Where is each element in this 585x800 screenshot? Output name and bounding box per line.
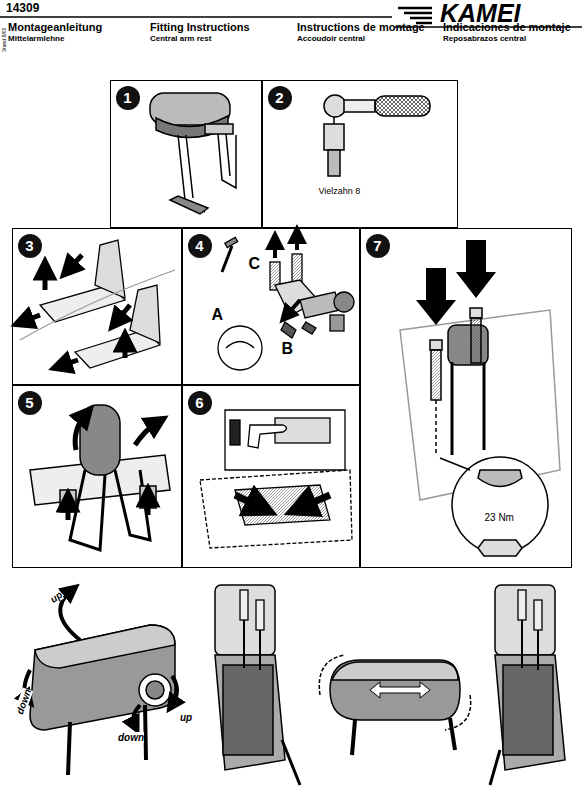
step-panel: 4A B C bbox=[182, 228, 360, 385]
callout-number: 1 bbox=[116, 86, 140, 110]
callout-number: 5 bbox=[18, 391, 42, 415]
title-en: Fitting Instructions bbox=[150, 21, 250, 33]
part-label: A bbox=[211, 306, 225, 324]
part-label: C bbox=[248, 255, 262, 273]
subtitle-en: Central arm rest bbox=[150, 35, 211, 44]
subtitle-es: Reposabrazos central bbox=[443, 35, 526, 44]
direction-label: up bbox=[180, 712, 192, 723]
revision-note: Stand 8/05 bbox=[2, 28, 8, 52]
callout-number: 4 bbox=[188, 234, 212, 258]
callout-number: 7 bbox=[366, 234, 390, 258]
subtitle-de: Mittelarmlehne bbox=[8, 35, 64, 44]
part-label: 23 Nm bbox=[484, 512, 515, 523]
title-fr: Instructions de montage bbox=[297, 21, 425, 33]
subtitle-fr: Accoudoir central bbox=[297, 35, 365, 44]
brand-logo: KAMEI bbox=[440, 0, 521, 28]
part-number: 14309 bbox=[6, 2, 39, 15]
part-label: B bbox=[281, 340, 295, 358]
step-panel: 3 bbox=[12, 228, 182, 385]
step-panel: 7 23 Nm bbox=[360, 228, 572, 568]
callout-number: 2 bbox=[268, 86, 292, 110]
callout-number: 3 bbox=[18, 234, 42, 258]
step-panel: 6 bbox=[182, 385, 360, 568]
step-panel: 2Vielzahn 8 bbox=[262, 80, 458, 228]
title-de: Montageanleitung bbox=[8, 21, 102, 33]
callout-number: 6 bbox=[188, 391, 212, 415]
part-label: Vielzahn 8 bbox=[318, 187, 362, 197]
direction-label: down bbox=[118, 732, 144, 743]
step-panel: 1 bbox=[110, 80, 262, 228]
step-panel: 5 bbox=[12, 385, 182, 568]
